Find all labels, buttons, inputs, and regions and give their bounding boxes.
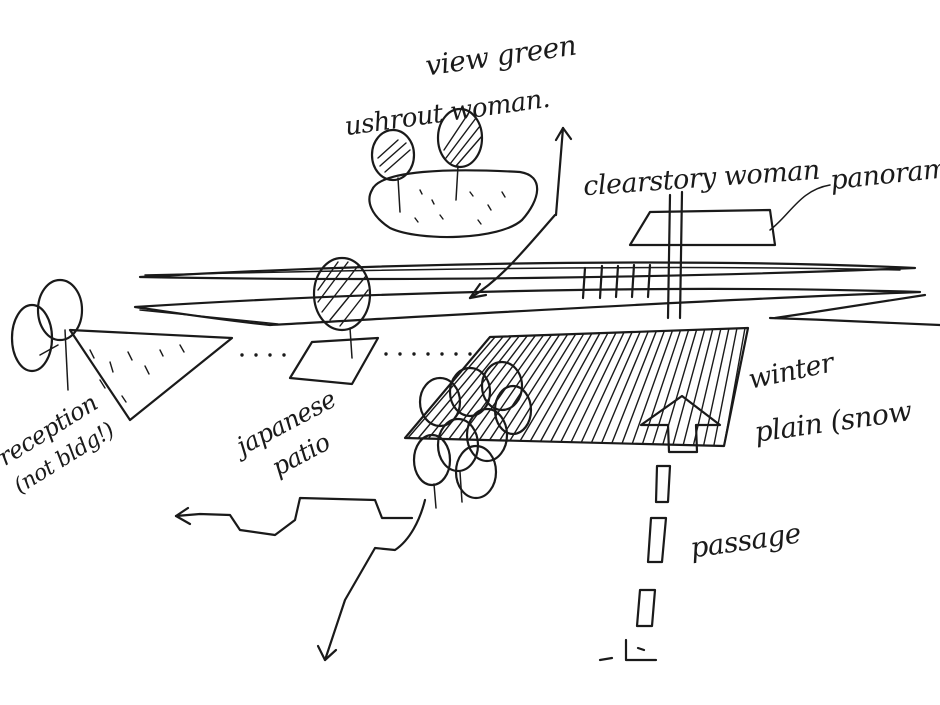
plaza-hatch-line [631,329,674,445]
entry-arrow [639,394,722,454]
plaza-hatch-line [550,332,609,443]
building-slab-upper [138,261,917,281]
view-arrow [468,126,573,300]
reception-area [10,278,234,422]
plaza-hatch-line [580,331,633,444]
plaza-hatch-line [488,333,561,441]
clearstory-post [666,190,684,320]
plaza-hatch-line [519,333,585,442]
plaza-hatch-line [427,335,512,440]
plaza-hatch-line [672,328,706,446]
plaza-hatch-line [478,334,553,441]
plaza-hatch-line [713,327,738,447]
plaza-hatch-line [611,330,657,444]
japanese-patio [288,336,380,386]
plaza-hatch-line [509,333,577,442]
plaza-hatch-line [458,334,537,440]
central-tree [312,256,372,359]
winding-path [174,496,427,662]
plaza-hatch-line [570,331,625,443]
orchard-area [368,107,539,239]
plaza-hatch-line [723,327,746,447]
plaza-hatch-line [621,330,666,445]
slab-fins [581,263,652,300]
plaza-hatch-line [529,332,593,442]
plaza-hatch-line [407,336,496,439]
plaza-hatch-line [539,332,601,443]
plaza-hatch-line [590,331,641,444]
plaza-hatch-line [600,330,649,444]
plaza-hatch-line [499,333,569,442]
panorama-box [628,184,831,247]
tree-cluster [412,360,533,509]
plaza-hatch-line [417,336,504,439]
winter-plaza [403,326,750,448]
dotted-axis [240,352,472,357]
building-slab-lower [133,287,940,327]
passage-path [598,464,672,662]
plaza-hatch-line [560,331,617,443]
plaza-hatch-line [448,335,528,440]
plaza-hatch-line [682,328,714,446]
plaza-hatch-line [641,329,682,445]
